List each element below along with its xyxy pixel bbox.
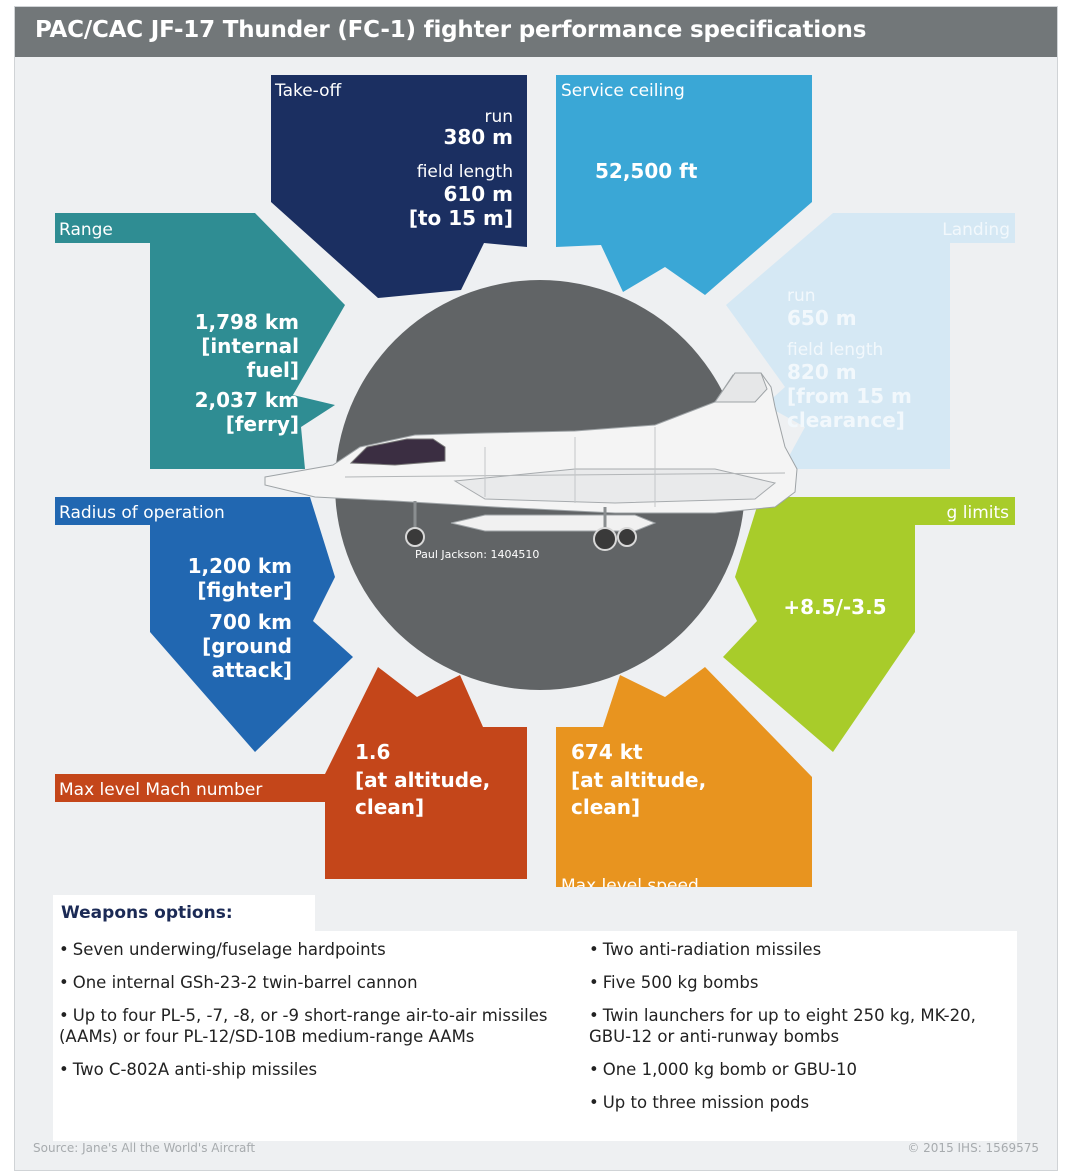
radius-line-1: 1,200 km bbox=[188, 554, 292, 578]
copyright-note: © 2015 IHS: 1569575 bbox=[907, 1141, 1039, 1155]
landing-run-label: run bbox=[787, 286, 816, 306]
mach-line-2: [at altitude, bbox=[355, 768, 490, 792]
infographic-frame: PAC/CAC JF-17 Thunder (FC-1) fighter per… bbox=[14, 6, 1058, 1171]
weapons-item: One 1,000 kg bomb or GBU-10 bbox=[589, 1059, 1014, 1080]
takeoff-field-label: field length bbox=[417, 162, 513, 182]
glimits-value: +8.5/-3.5 bbox=[783, 595, 886, 619]
weapons-item: Two anti-radiation missiles bbox=[589, 939, 1014, 960]
range-label-tab bbox=[55, 213, 255, 243]
takeoff-run-label: run bbox=[484, 107, 513, 127]
weapons-item: Two C-802A anti-ship missiles bbox=[59, 1059, 559, 1080]
mach-line-1: 1.6 bbox=[355, 740, 390, 764]
takeoff-field-note: [to 15 m] bbox=[409, 206, 513, 230]
radius-label: Radius of operation bbox=[59, 503, 225, 523]
radius-line-2: [fighter] bbox=[197, 578, 292, 602]
takeoff-field-value: 610 m bbox=[443, 182, 513, 206]
title-bar: PAC/CAC JF-17 Thunder (FC-1) fighter per… bbox=[15, 7, 1057, 57]
radius-line-3: 700 km bbox=[209, 610, 292, 634]
range-label: Range bbox=[59, 220, 113, 240]
speed-line-3: clean] bbox=[571, 795, 640, 819]
weapons-title: Weapons options: bbox=[61, 903, 233, 923]
range-segment bbox=[55, 213, 345, 469]
spec-diagram: Take-off run 380 m field length 610 m [t… bbox=[55, 75, 1015, 887]
weapons-list-right: Two anti-radiation missiles Five 500 kg … bbox=[589, 939, 1014, 1125]
radius-line-5: attack] bbox=[212, 658, 292, 682]
mach-line-3: clean] bbox=[355, 795, 424, 819]
weapons-panel: Weapons options: Seven underwing/fuselag… bbox=[53, 895, 1017, 1145]
range-line-1: 1,798 km bbox=[195, 310, 299, 334]
weapons-item: Five 500 kg bombs bbox=[589, 972, 1014, 993]
mach-label: Max level Mach number bbox=[59, 780, 262, 800]
radius-line-4: [ground bbox=[202, 634, 292, 658]
landing-label: Landing bbox=[942, 220, 1010, 240]
range-line-3: fuel] bbox=[247, 358, 300, 382]
range-line-5: [ferry] bbox=[226, 412, 299, 436]
jf17-aircraft-illustration bbox=[264, 372, 798, 551]
ceiling-segment bbox=[556, 75, 812, 295]
source-note: Source: Jane's All the World's Aircraft bbox=[33, 1141, 256, 1155]
page-title: PAC/CAC JF-17 Thunder (FC-1) fighter per… bbox=[35, 17, 867, 43]
ceiling-label: Service ceiling bbox=[561, 81, 685, 101]
landing-field-note-1: [from 15 m bbox=[787, 384, 912, 408]
weapons-header: Weapons options: bbox=[53, 895, 315, 931]
landing-run-value: 650 m bbox=[787, 306, 857, 330]
takeoff-run-value: 380 m bbox=[443, 125, 513, 149]
weapons-item: Seven underwing/fuselage hardpoints bbox=[59, 939, 559, 960]
photo-credit: Paul Jackson: 1404510 bbox=[415, 548, 539, 561]
range-line-2: [internal bbox=[201, 334, 299, 358]
range-line-4: 2,037 km bbox=[195, 388, 299, 412]
takeoff-label-tab bbox=[271, 75, 381, 103]
landing-field-note-2: clearance] bbox=[787, 408, 905, 432]
glimits-label: g limits bbox=[947, 503, 1010, 523]
takeoff-label: Take-off bbox=[274, 81, 343, 101]
landing-label-tab bbox=[875, 213, 1015, 243]
mach-segment bbox=[55, 667, 527, 879]
landing-segment bbox=[726, 213, 1015, 469]
speed-label: Max level speed bbox=[561, 876, 699, 887]
speed-line-2: [at altitude, bbox=[571, 768, 706, 792]
ceiling-label-tab bbox=[556, 75, 812, 105]
speed-label-tab bbox=[556, 869, 812, 887]
speed-segment bbox=[556, 667, 812, 887]
landing-field-value: 820 m bbox=[787, 360, 857, 384]
takeoff-segment bbox=[271, 75, 527, 298]
glimits-segment bbox=[723, 497, 1015, 752]
weapons-list-left: Seven underwing/fuselage hardpoints One … bbox=[59, 939, 559, 1092]
weapons-item: Up to three mission pods bbox=[589, 1092, 1014, 1113]
weapons-item: One internal GSh-23-2 twin-barrel cannon bbox=[59, 972, 559, 993]
weapons-body: Seven underwing/fuselage hardpoints One … bbox=[53, 931, 1017, 1141]
weapons-item: Up to four PL-5, -7, -8, or -9 short-ran… bbox=[59, 1005, 559, 1047]
weapons-item: Twin launchers for up to eight 250 kg, M… bbox=[589, 1005, 1014, 1047]
landing-field-label: field length bbox=[787, 340, 883, 360]
ceiling-value: 52,500 ft bbox=[595, 159, 698, 183]
speed-line-1: 674 kt bbox=[571, 740, 643, 764]
radius-segment bbox=[55, 497, 353, 752]
